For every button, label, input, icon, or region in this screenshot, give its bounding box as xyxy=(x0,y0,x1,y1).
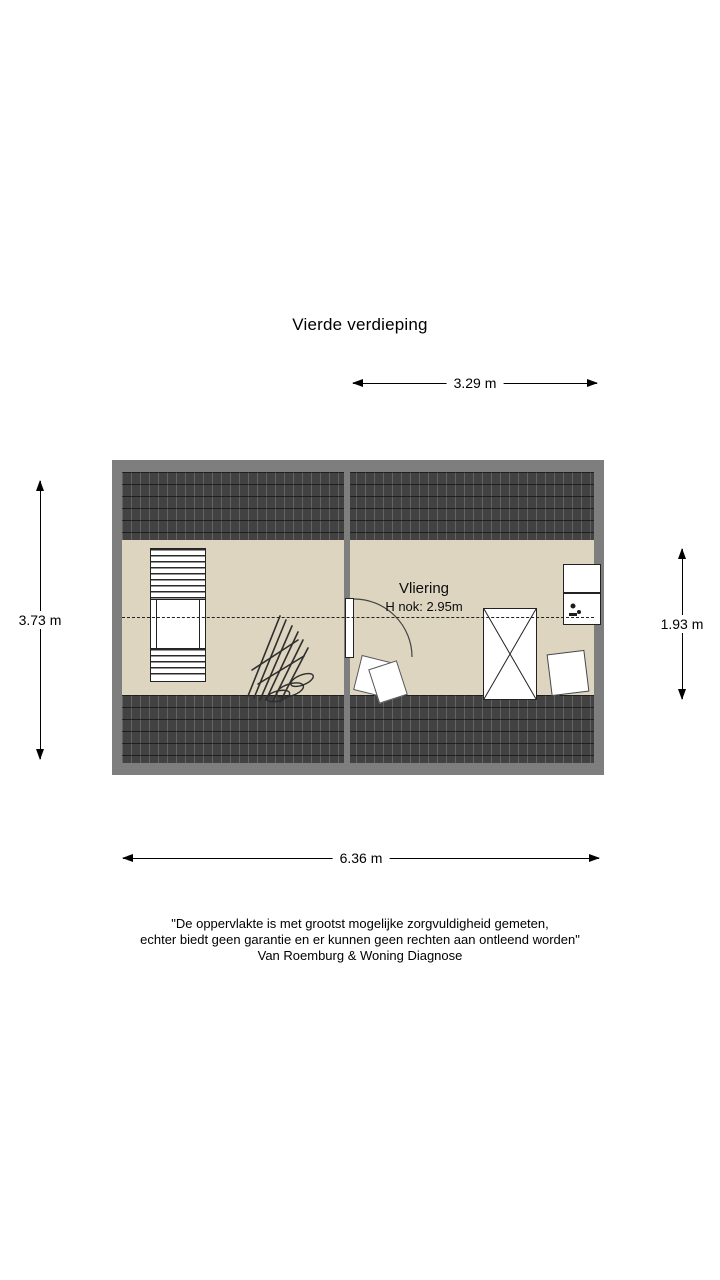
page-title: Vierde verdieping xyxy=(292,315,428,334)
ridge-dashed-line xyxy=(122,617,594,618)
room-label: Vliering H nok: 2.95m xyxy=(359,580,489,614)
disclaimer-line-2: echter biedt geen garantie en er kunnen … xyxy=(140,932,580,947)
floorplan-drawing: Vliering H nok: 2.95m xyxy=(112,460,604,775)
table-symbol xyxy=(483,608,537,700)
dim-arrow-left-icon xyxy=(122,854,133,862)
dim-arrow-down-icon xyxy=(678,689,686,700)
storage-boxes-symbol xyxy=(353,654,415,710)
dim-arrow-up-icon xyxy=(36,480,44,491)
stairs-symbol xyxy=(150,548,206,682)
dimension-left-label: 3.73 m xyxy=(11,611,69,629)
dimension-right-label: 1.93 m xyxy=(653,615,711,633)
box-symbol xyxy=(368,660,408,704)
stair-landing xyxy=(151,599,205,649)
dimension-top-label: 3.29 m xyxy=(446,374,504,392)
roof-tiles-top xyxy=(122,472,594,540)
door-swing-symbol xyxy=(345,598,413,658)
stair-treads xyxy=(151,649,205,679)
room-ridge-height: H nok: 2.95m xyxy=(385,599,463,614)
dim-arrow-left-icon xyxy=(352,379,363,387)
roof-tiles-bottom xyxy=(122,695,594,763)
dim-arrow-right-icon xyxy=(589,854,600,862)
dim-arrow-up-icon xyxy=(678,548,686,559)
dim-arrow-right-icon xyxy=(587,379,598,387)
bicycles-sketch-symbol xyxy=(247,615,314,703)
cabinet-marks xyxy=(569,603,581,616)
dim-arrow-down-icon xyxy=(36,749,44,760)
room-name: Vliering xyxy=(398,580,450,597)
disclaimer: "De oppervlakte is met grootst mogelijke… xyxy=(0,916,720,964)
dimension-bottom: 6.36 m xyxy=(122,849,600,867)
disclaimer-line-1: "De oppervlakte is met grootst mogelijke… xyxy=(171,916,549,931)
dimension-bottom-label: 6.36 m xyxy=(332,849,390,867)
disclaimer-line-3: Van Roemburg & Woning Diagnose xyxy=(257,948,463,963)
cabinet-symbol xyxy=(563,593,601,625)
dimension-top: 3.29 m xyxy=(352,374,598,392)
dimension-right: 1.93 m xyxy=(653,548,711,700)
stair-treads xyxy=(151,549,205,599)
cabinet-symbol xyxy=(563,564,601,593)
storage-box-symbol xyxy=(546,649,590,697)
dimension-left: 3.73 m xyxy=(11,480,69,760)
